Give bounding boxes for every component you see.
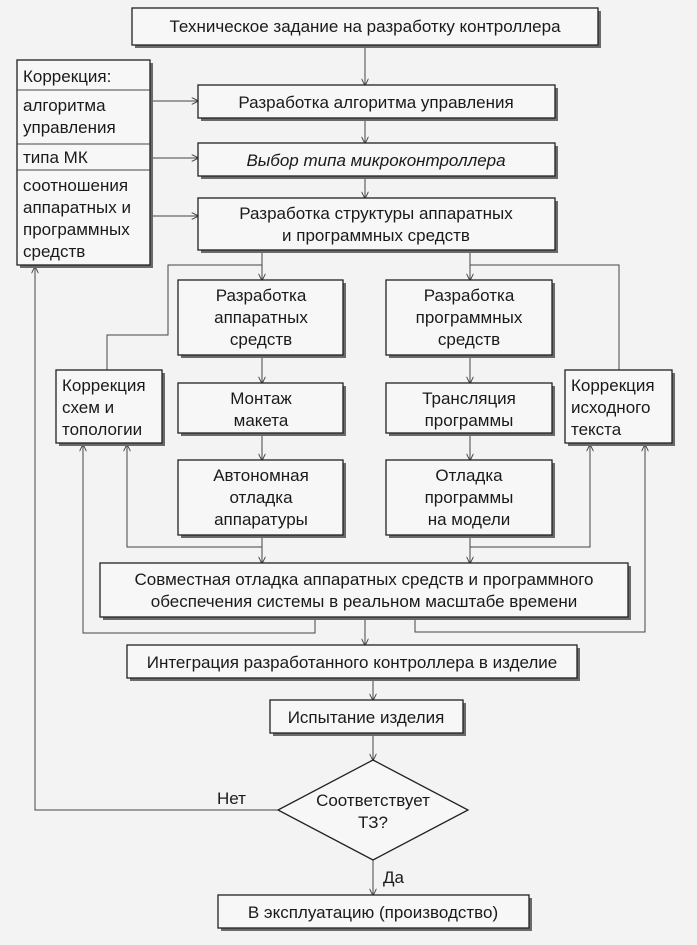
node-label: текста: [571, 420, 622, 439]
correction-item: средств: [23, 242, 85, 261]
node-label: Совместная отладка аппаратных средств и …: [135, 570, 594, 589]
node-mcu-choice: Выбор типа микроконтроллера: [197, 142, 558, 179]
node-sw-dev: Разработка программных средств: [385, 279, 555, 358]
feedback-joint-to-swcorr: [414, 445, 645, 633]
node-label: исходного: [571, 398, 650, 417]
node-label: отладка: [229, 488, 293, 507]
node-mcu-choice-label: Выбор типа микроконтроллера: [246, 151, 505, 170]
node-label: средств: [438, 330, 500, 349]
node-label: обеспечения системы в реальном масштабе …: [151, 592, 578, 611]
node-structure: Разработка структуры аппаратных и програ…: [197, 197, 558, 253]
yes-label: Да: [383, 868, 405, 887]
node-label: Монтаж: [230, 389, 292, 408]
node-decision: Соответствует ТЗ?: [276, 759, 470, 861]
node-structure-label: и программных средств: [282, 226, 470, 245]
node-joint-debug: Совместная отладка аппаратных средств и …: [99, 562, 631, 620]
correction-title: Коррекция:: [23, 67, 111, 86]
node-label: топологии: [62, 420, 142, 439]
node-label: Коррекция: [62, 376, 146, 395]
node-hw-dev: Разработка аппаратных средств: [177, 279, 346, 358]
node-label: Интеграция разработанного контроллера в …: [147, 653, 558, 672]
feedback-swdebug-to-swcorr: [470, 445, 590, 548]
node-correction: Коррекция: алгоритма управления типа МК …: [16, 59, 153, 268]
line-hwcorr-to-hw: [106, 264, 262, 370]
line-swcorr-to-sw: [470, 264, 620, 370]
node-spec-label: Техническое задание на разработку контро…: [169, 17, 561, 36]
node-label: схем и: [62, 398, 114, 417]
node-algorithm-label: Разработка алгоритма управления: [238, 93, 513, 112]
node-spec: Техническое задание на разработку контро…: [131, 7, 601, 48]
node-integration: Интеграция разработанного контроллера в …: [126, 644, 580, 681]
correction-item: алгоритма: [23, 96, 106, 115]
node-label: аппаратуры: [214, 510, 308, 529]
node-label: программных: [416, 308, 523, 327]
node-label: Трансляция: [422, 389, 516, 408]
node-label: Испытание изделия: [288, 708, 445, 727]
node-mockup: Монтаж макета: [177, 382, 346, 436]
node-sw-debug: Отладка программы на модели: [385, 459, 555, 538]
node-structure-label: Разработка структуры аппаратных: [239, 204, 513, 223]
feedback-joint-to-hwcorr: [83, 445, 316, 634]
node-hw-debug: Автономная отладка аппаратуры: [177, 459, 346, 538]
node-label: программы: [425, 411, 514, 430]
node-label: Разработка: [216, 286, 307, 305]
node-production: В эксплуатацию (производство): [217, 894, 532, 931]
correction-item: соотношения: [23, 176, 128, 195]
node-sw-correction: Коррекция исходного текста: [564, 369, 675, 446]
node-testing: Испытание изделия: [269, 699, 466, 736]
no-label: Нет: [217, 789, 246, 808]
node-label: средств: [230, 330, 292, 349]
correction-item: типа МК: [23, 148, 88, 167]
arrow-no-to-correction: [35, 267, 278, 811]
node-label: Соответствует: [316, 791, 430, 810]
node-label: на модели: [428, 510, 511, 529]
node-label: Разработка: [424, 286, 515, 305]
node-label: макета: [234, 411, 289, 430]
node-translate: Трансляция программы: [385, 382, 555, 436]
node-label: Автономная: [213, 466, 309, 485]
node-label: ТЗ?: [358, 813, 388, 832]
correction-item: аппаратных и: [23, 198, 131, 217]
node-label: Отладка: [435, 466, 503, 485]
node-label: Коррекция: [571, 376, 655, 395]
correction-item: программных: [23, 220, 130, 239]
connectors: [35, 45, 645, 895]
node-label: аппаратных: [214, 308, 308, 327]
node-hw-correction: Коррекция схем и топологии: [55, 369, 165, 446]
feedback-hwdebug-to-hwcorr: [127, 445, 262, 548]
correction-item: управления: [23, 118, 116, 137]
node-label: В эксплуатацию (производство): [248, 903, 498, 922]
node-algorithm: Разработка алгоритма управления: [197, 84, 558, 121]
node-label: программы: [425, 488, 514, 507]
